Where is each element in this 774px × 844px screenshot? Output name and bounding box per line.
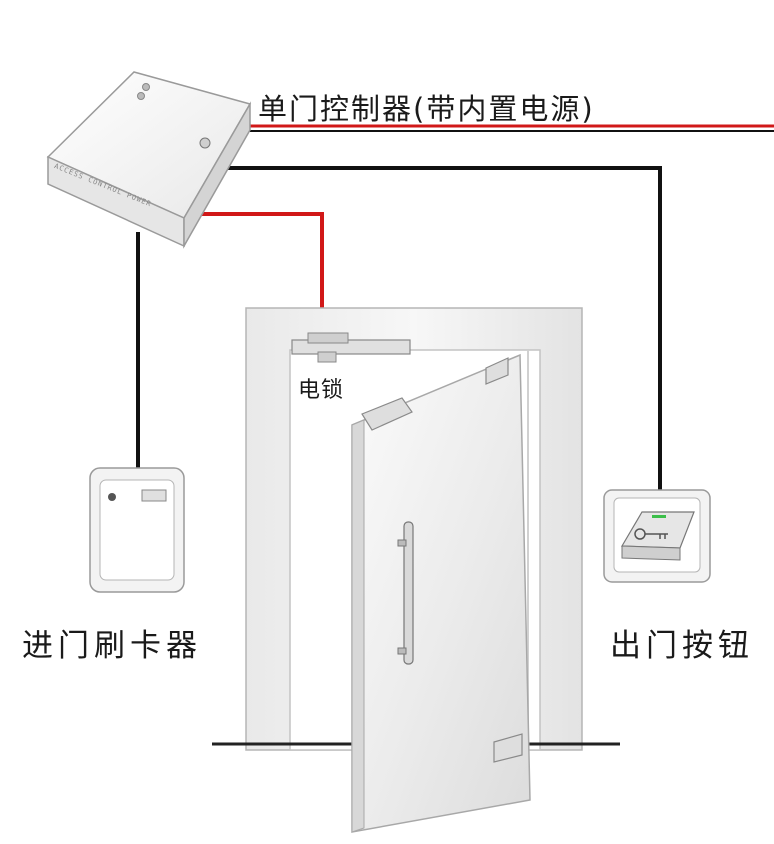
exit-button	[603, 489, 711, 583]
controller-label: 单门控制器(带内置电源)	[258, 92, 595, 126]
exit-button-label: 出门按钮	[610, 628, 754, 664]
card-reader-label: 进门刷卡器	[22, 628, 202, 664]
keyhole-icon	[199, 137, 211, 149]
electric-lock-label: 电锁	[298, 378, 345, 403]
exit-led-icon	[652, 515, 666, 518]
key-icon	[634, 528, 668, 540]
card-reader	[89, 467, 185, 593]
controller-box	[46, 71, 252, 249]
reader-led-icon	[108, 493, 116, 501]
exit-button-wire	[228, 166, 662, 490]
led-icon	[142, 83, 150, 91]
glass-door	[351, 353, 531, 833]
lock-wire	[202, 212, 324, 336]
electric-lock	[291, 332, 411, 363]
door-handle-icon	[397, 521, 414, 665]
led-icon	[137, 92, 145, 100]
